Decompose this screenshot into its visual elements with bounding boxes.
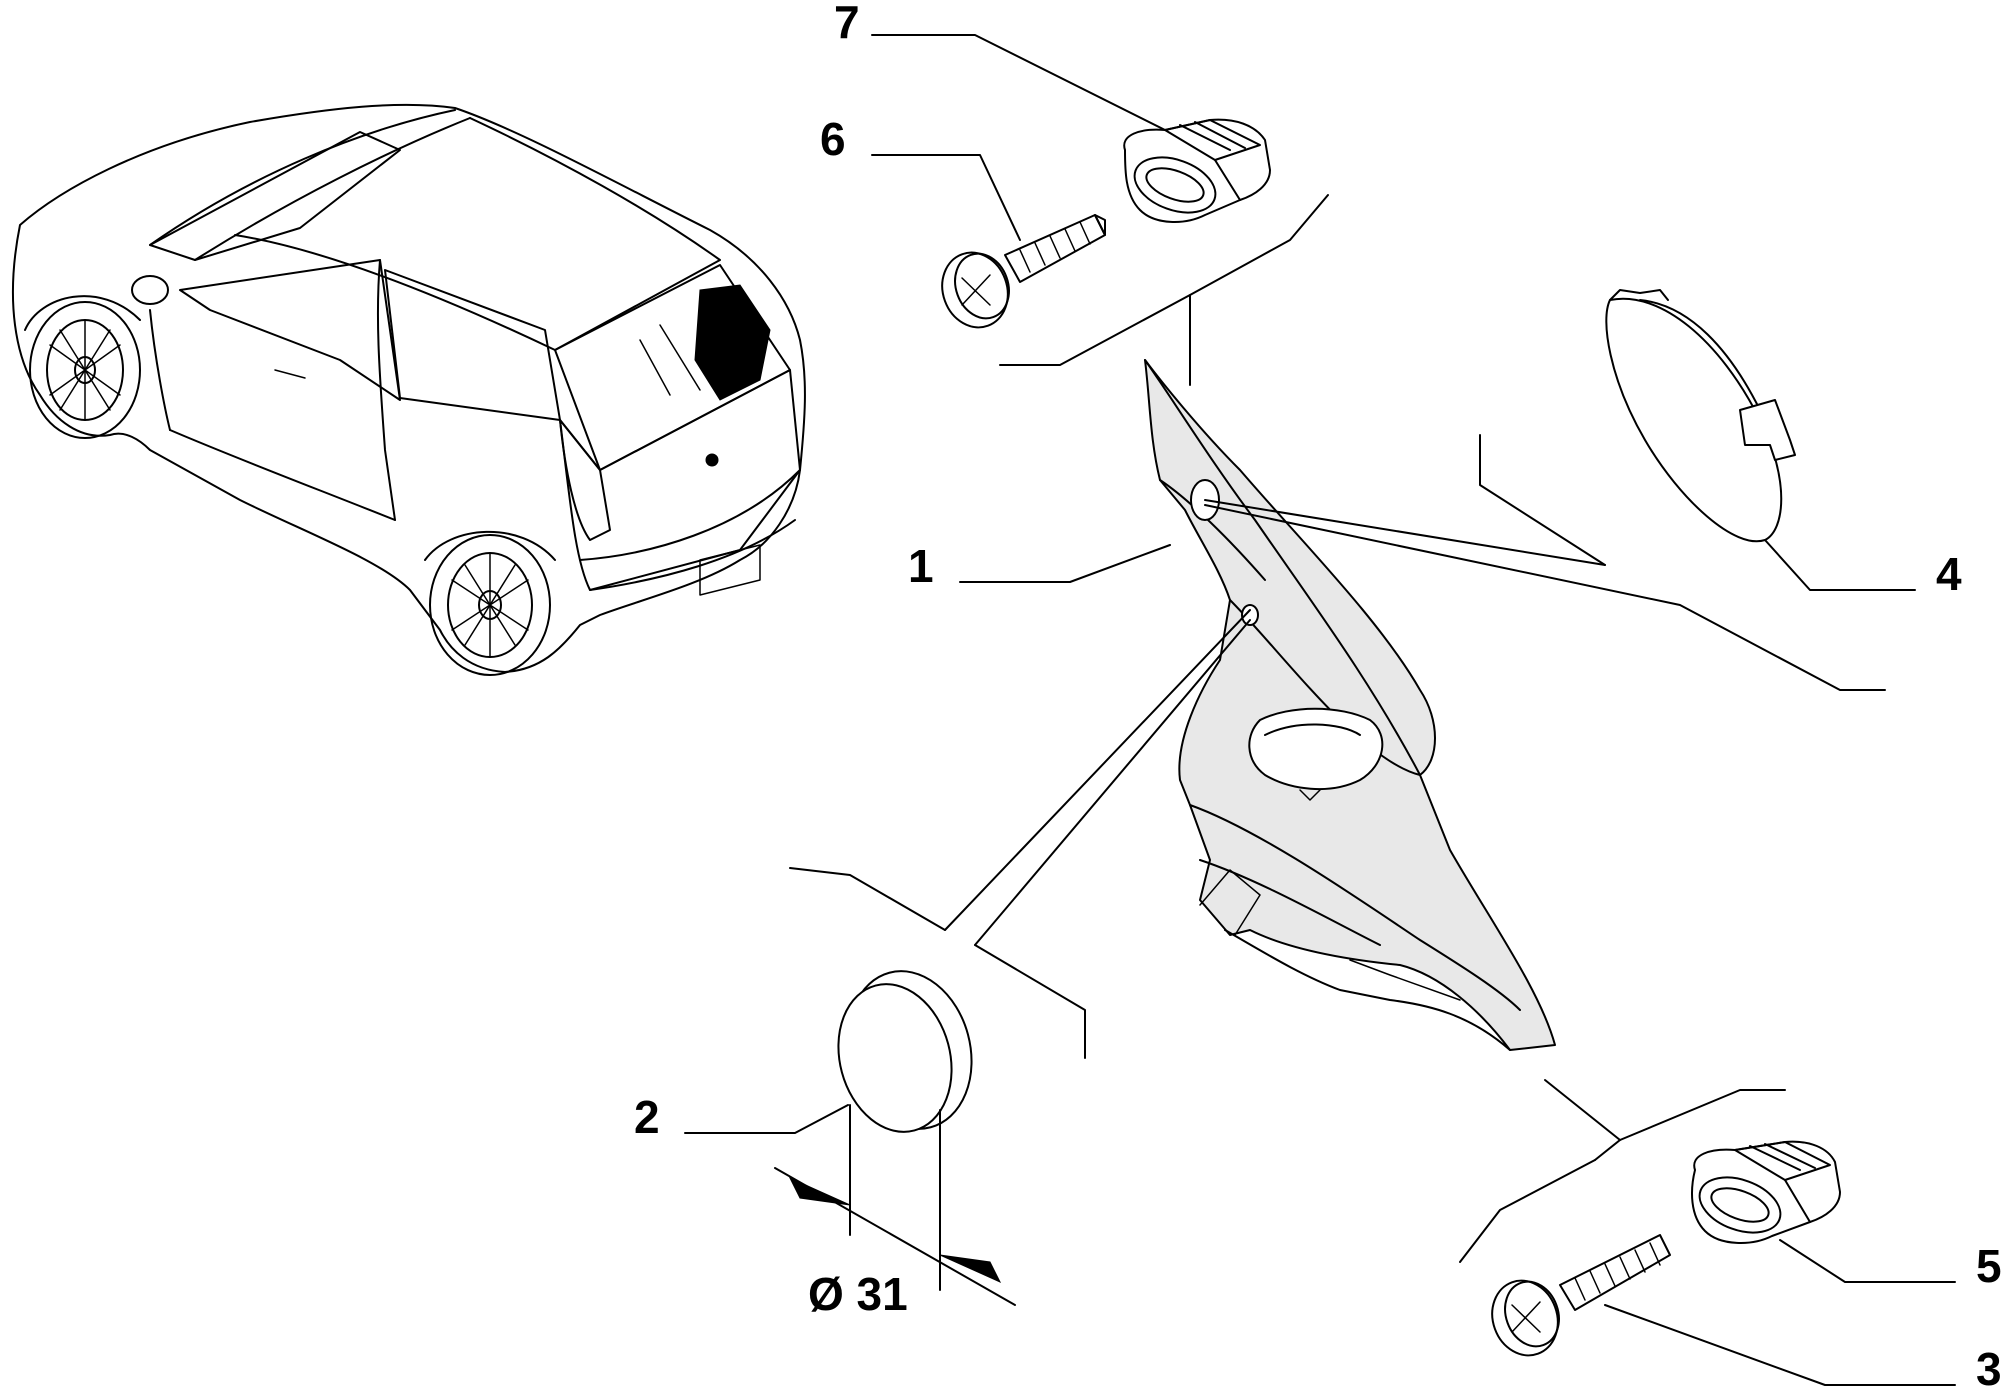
leader-4 [1764, 539, 1916, 591]
leader-2 [684, 1104, 849, 1134]
plug-illustration [1123, 118, 1271, 223]
dimension-lines [774, 1104, 1016, 1306]
leader-3 [1604, 1304, 1956, 1386]
car-illustration [12, 103, 806, 676]
diameter-label: Ø 31 [808, 1268, 908, 1320]
leader-6 [871, 154, 1021, 241]
callout-5: 5 [1976, 1240, 2002, 1292]
callout-3: 3 [1976, 1343, 2002, 1391]
callout-6: 6 [820, 113, 846, 165]
section-break-marks [789, 194, 1786, 1263]
leader-hole-lower [1204, 504, 1886, 691]
leader-panel-to-2b [974, 619, 1251, 946]
plug-illustration [1691, 1140, 1841, 1244]
leader-1 [959, 544, 1171, 583]
callout-2: 2 [634, 1091, 660, 1143]
leader-hole-to-cover [1204, 499, 1606, 566]
callout-1: 1 [908, 540, 934, 592]
callout-7: 7 [834, 0, 860, 48]
callout-4: 4 [1936, 548, 1962, 600]
leader-panel-to-2 [944, 609, 1251, 931]
plug-illustration [837, 970, 973, 1133]
leader-7 [871, 34, 1166, 131]
screw-illustration [1491, 1234, 1671, 1357]
leader-5 [1779, 1239, 1956, 1283]
cover-illustration [1605, 289, 1796, 543]
screw-illustration [941, 214, 1106, 329]
trim-panel-illustration [1144, 359, 1556, 1051]
